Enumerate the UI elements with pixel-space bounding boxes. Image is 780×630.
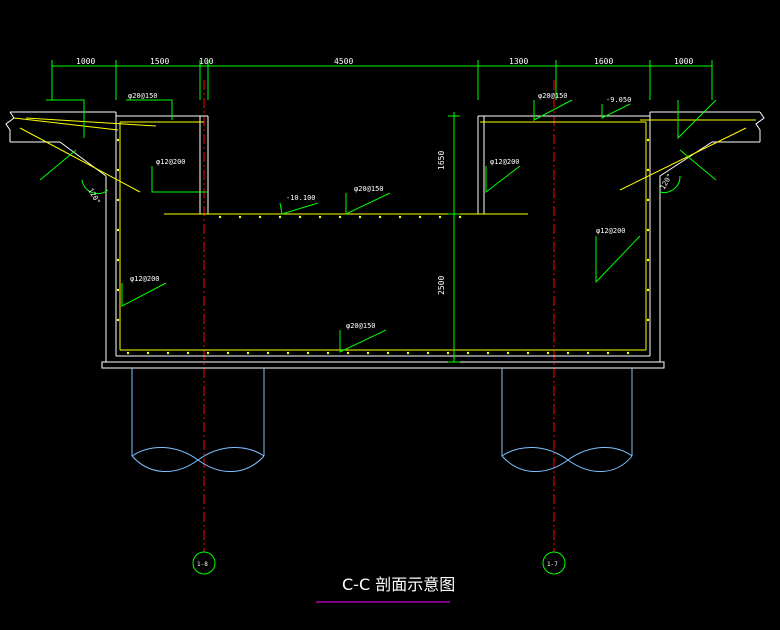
- pile-right: [501, 368, 633, 473]
- vertical-dimension: [448, 112, 460, 363]
- label-mid-top: φ20@150: [354, 185, 384, 193]
- dim-1600: 1600: [594, 57, 613, 66]
- dim-1500-left: 1500: [150, 57, 169, 66]
- drawing-title: C-C 剖面示意图: [342, 575, 455, 594]
- label-top-right: φ20@150: [538, 92, 568, 100]
- dim-1000-left: 1000: [76, 57, 95, 66]
- axis-marker-right: 1-7: [542, 551, 566, 575]
- rebars: [13, 117, 756, 351]
- dim-1300: 1300: [509, 57, 528, 66]
- label-elev-top: -9.050: [606, 96, 631, 104]
- dim-1000-right: 1000: [674, 57, 693, 66]
- dim-1650: 1650: [437, 151, 446, 170]
- label-top-left: φ20@150: [128, 92, 158, 100]
- axis-lines: [203, 80, 555, 552]
- dim-4500: 4500: [334, 57, 353, 66]
- top-dimension-texts: 1000 1500 100 4500 1300 1600 1000: [76, 57, 693, 66]
- concrete-outline: [5, 111, 765, 369]
- pile-left: [131, 368, 265, 473]
- label-wall-right-upper: φ12@200: [490, 158, 520, 166]
- slope-angle-left: 120°: [86, 187, 101, 206]
- label-wall-left-upper: φ12@200: [156, 158, 186, 166]
- rebar-dots: [116, 138, 650, 355]
- dim-2500: 2500: [437, 276, 446, 295]
- label-bottom: φ20@150: [346, 322, 376, 330]
- label-wall-right-lower: φ12@200: [596, 227, 626, 235]
- top-dimension-chain: [51, 60, 713, 100]
- slope-left: [39, 149, 109, 195]
- label-wall-left-lower: φ12@200: [130, 275, 160, 283]
- leaders: [46, 99, 717, 353]
- rebar-labels: φ20@150 φ20@150 φ20@150 φ20@150 φ12@200 …: [128, 92, 631, 330]
- label-elev-mid: -10.100: [286, 194, 316, 202]
- axis-label-left: 1-8: [197, 561, 208, 568]
- slope-right: [659, 149, 717, 193]
- dim-100: 100: [199, 57, 214, 66]
- axis-marker-left: 1-8: [192, 551, 216, 575]
- axis-label-right: 1-7: [547, 561, 558, 568]
